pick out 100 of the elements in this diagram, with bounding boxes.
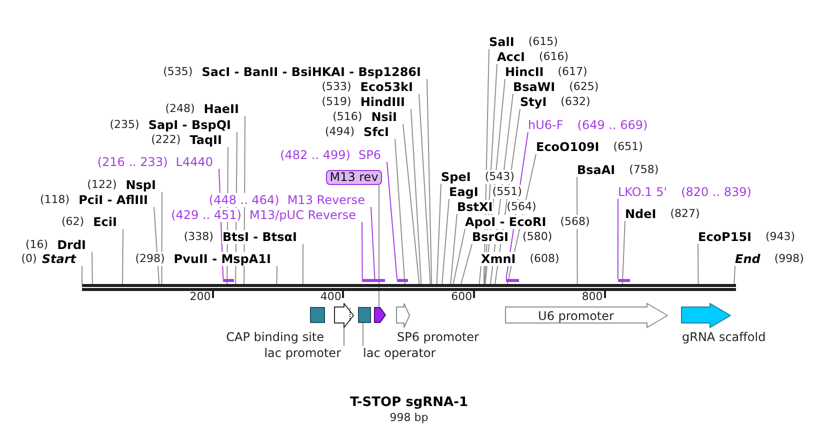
enzyme-name: SfcI (364, 125, 389, 139)
enzyme-name: HindIII (360, 95, 405, 109)
leader-line (734, 266, 736, 284)
cut-site-position: (543) (484, 170, 514, 184)
feature-label: U6 promoter (538, 308, 614, 322)
dna-backbone (82, 284, 736, 291)
leader-line (370, 206, 376, 280)
cut-site-position: (943) (766, 230, 796, 244)
primer-site-bar (506, 279, 520, 282)
cut-site-position: (827) (670, 207, 700, 221)
leader-line (92, 252, 93, 284)
enzyme-name: EciI (93, 215, 117, 229)
leader-line (576, 176, 578, 284)
enzyme-name: HincII (505, 65, 544, 79)
cut-site-position: (625) (569, 80, 599, 94)
cut-site-position: (564) (506, 200, 536, 214)
leader-line (402, 124, 420, 284)
enzyme-name: EagI (449, 185, 478, 199)
cut-site-position: (235) (110, 118, 140, 132)
enzyme-name: BstXI (457, 200, 493, 214)
primer-name: LKO.1 5' (618, 185, 668, 199)
enzyme-name: SpeI (441, 170, 471, 184)
leader-line (426, 78, 432, 284)
cut-site-position: (298) (135, 252, 165, 266)
enzyme-name: NdeI (625, 207, 656, 221)
enzyme-name: EcoO109I (536, 140, 600, 154)
pointed-feature-block (334, 303, 354, 328)
cut-site-position: (533) (322, 80, 352, 94)
cut-site-position: (16) (25, 238, 48, 252)
leader-line (276, 266, 278, 284)
cut-site-position: (338) (184, 230, 214, 244)
primer-range: (216 .. 233) (97, 155, 168, 169)
leader-line (460, 244, 472, 284)
feature-label: CAP binding site (226, 330, 324, 344)
feature-label: SP6 promoter (397, 330, 479, 344)
leader-line (362, 322, 364, 346)
sequence-length: 998 bp (390, 411, 428, 425)
enzyme-name: NspI (126, 178, 156, 192)
cut-site-position: (758) (629, 163, 659, 177)
map-position: (998) (774, 252, 804, 266)
map-position: (0) (21, 252, 37, 266)
enzyme-name: BsaAI (577, 163, 616, 177)
enzyme-name: EcoP15I (698, 230, 752, 244)
leader-line (418, 94, 431, 284)
leader-line (394, 138, 406, 284)
scale-number: 200 (190, 290, 211, 304)
primer-name: M13/pUC Reverse (250, 208, 356, 222)
cut-site-position: (222) (151, 133, 181, 147)
enzyme-name: PciI - AflIII (78, 193, 148, 207)
primer-range: (482 .. 499) (280, 148, 350, 162)
cut-site-position: (122) (87, 178, 117, 192)
feature-block (358, 307, 371, 323)
primer-range: (448 .. 464) (208, 193, 280, 207)
leader-line (442, 198, 450, 284)
cut-site-position: (516) (332, 110, 362, 124)
feature-label: lac promoter (264, 346, 341, 360)
enzyme-name: ApoI - EcoRI (465, 215, 546, 229)
primer-site-bar (374, 279, 386, 282)
leader-line (378, 184, 380, 308)
cut-site-position: (615) (528, 35, 558, 49)
cut-site-position: (616) (538, 50, 569, 64)
enzyme-name: BsrGI (472, 230, 509, 244)
cut-site-position: (494) (324, 125, 355, 139)
enzyme-name: SapI - BspQI (148, 118, 231, 132)
pointed-feature-block (374, 307, 386, 323)
map-title: T-STOP sgRNA-1 (350, 395, 468, 411)
enzyme-name: XmnI (481, 252, 516, 266)
map-end-label: End (735, 252, 760, 266)
primer-name: hU6-F (528, 118, 564, 132)
cut-site-position: (62) (62, 215, 84, 229)
leader-line (622, 220, 626, 284)
leader-line (386, 162, 398, 280)
primer-site-bar (223, 279, 234, 282)
leader-line (478, 266, 482, 284)
enzyme-name: NsiI (371, 110, 397, 124)
enzyme-name: Eco53kI (360, 80, 413, 94)
cut-site-position: (568) (560, 215, 590, 229)
primer-range: (429 .. 451) (171, 208, 242, 222)
enzyme-name: DrdI (57, 238, 86, 252)
scale-number: 800 (582, 290, 603, 304)
enzyme-name: SacI - BanII - BsiHKAI - Bsp1286I (202, 65, 421, 79)
enzyme-name: StyI (520, 95, 547, 109)
primer-name: M13 Reverse (287, 193, 365, 207)
primer-range: (649 .. 669) (577, 118, 648, 132)
primer-site-bar (362, 279, 377, 282)
cut-site-position: (118) (40, 193, 70, 207)
enzyme-name: PvuII - MspA1I (174, 252, 271, 266)
cut-site-position: (651) (613, 140, 643, 154)
primer-range: (820 .. 839) (681, 185, 752, 199)
enzyme-name: AccI (497, 50, 525, 64)
enzyme-name: HaeII (204, 102, 239, 116)
enzyme-name: BsaWI (513, 80, 556, 94)
cut-site-position: (248) (165, 102, 195, 116)
cut-site-position: (632) (560, 95, 590, 109)
leader-line (450, 214, 458, 284)
feature-label: gRNA scaffold (682, 330, 766, 344)
scale-number: 600 (451, 290, 472, 304)
primer-name: L4440 (176, 155, 213, 169)
leader-line (362, 222, 363, 280)
leader-line (436, 184, 442, 284)
